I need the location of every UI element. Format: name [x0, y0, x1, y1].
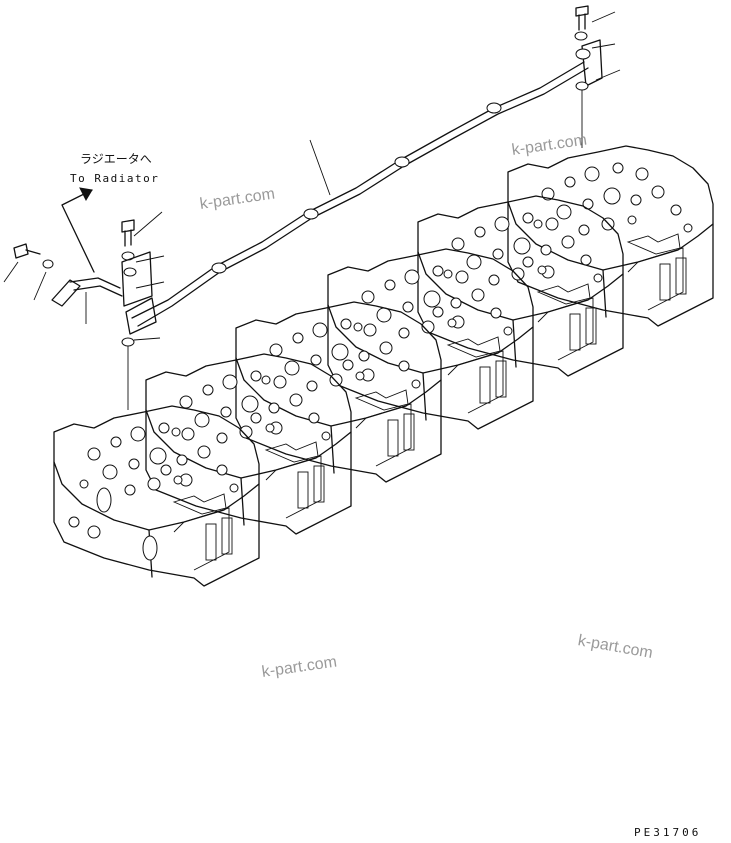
cylinder-head-5: [417, 195, 624, 377]
cylinder-head-2: [145, 353, 352, 535]
water-pipe: [125, 61, 589, 335]
radiator-fitting: [13, 243, 123, 307]
right-flange: [574, 5, 603, 148]
radiator-label-en: To Radiator: [70, 172, 160, 185]
drawing-code: PE31706: [634, 826, 702, 839]
cylinder-head-1: [53, 405, 260, 587]
front-head-ports: [96, 487, 158, 561]
leader-lines: [3, 11, 621, 341]
radiator-label-jp: ラジエータへ: [80, 152, 152, 166]
cylinder-head-4: [327, 248, 534, 430]
cylinder-head-6: [507, 145, 714, 327]
arrow-to-radiator-icon: [61, 187, 95, 273]
left-flange: [121, 219, 153, 410]
